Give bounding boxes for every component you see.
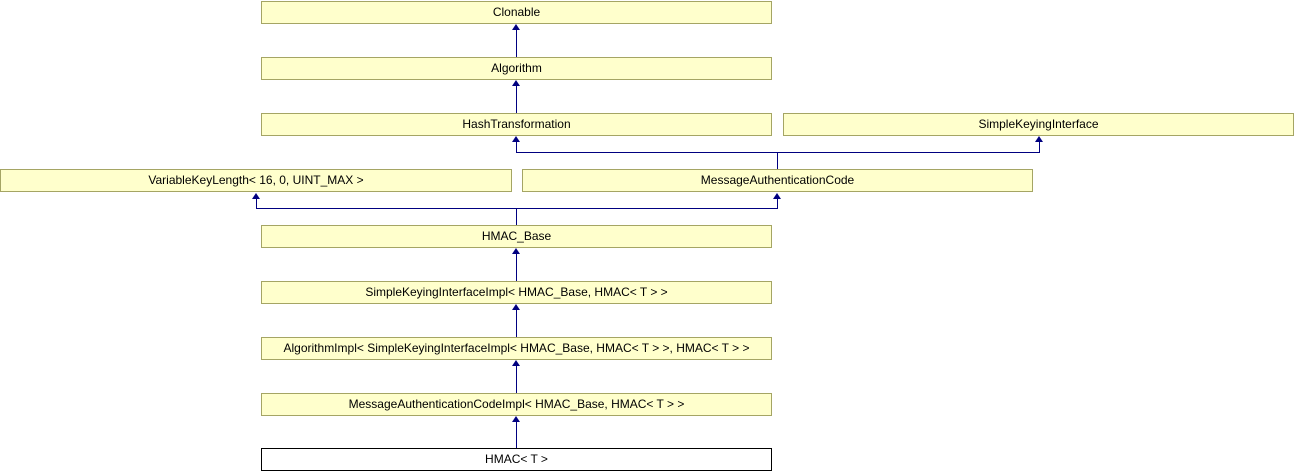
edge-hmac-to-macimpl-arrowhead bbox=[512, 416, 520, 422]
edge-mac-to-hashtransformation-arrowhead bbox=[512, 136, 520, 142]
class-node-messageauthenticationcodeimpl[interactable]: MessageAuthenticationCodeImpl< HMAC_Base… bbox=[261, 393, 772, 416]
edge-hmacbase-junction-line bbox=[256, 208, 778, 209]
class-node-hmac-base[interactable]: HMAC_Base bbox=[261, 225, 772, 248]
edge-mac-to-hashtransformation-line bbox=[516, 141, 517, 153]
edge-macimpl-to-algorithmimpl-arrowhead bbox=[512, 360, 520, 366]
edge-algorithmimpl-to-skii-arrowhead bbox=[512, 304, 520, 310]
class-node-simplekeyinginterfaceimpl[interactable]: SimpleKeyingInterfaceImpl< HMAC_Base, HM… bbox=[261, 281, 772, 304]
class-node-hmac-current: HMAC< T > bbox=[261, 448, 772, 471]
class-node-messageauthenticationcode[interactable]: MessageAuthenticationCode bbox=[522, 169, 1033, 192]
class-node-simplekeyinginterface[interactable]: SimpleKeyingInterface bbox=[783, 113, 1294, 136]
edge-skii-to-hmacbase-arrowhead bbox=[512, 248, 520, 254]
class-node-variablekeylength[interactable]: VariableKeyLength< 16, 0, UINT_MAX > bbox=[0, 169, 512, 192]
edge-hashtransformation-to-algorithm-arrowhead bbox=[512, 80, 520, 86]
edge-hmac-to-macimpl-line bbox=[516, 421, 517, 448]
edge-hashtransformation-to-algorithm-line bbox=[516, 85, 517, 113]
edge-hmacbase-to-mac-line bbox=[777, 198, 778, 209]
edge-algorithm-to-clonable-arrowhead bbox=[512, 24, 520, 30]
class-node-hashtransformation[interactable]: HashTransformation bbox=[261, 113, 772, 136]
edge-hmacbase-to-variablekeylength-arrowhead bbox=[252, 193, 260, 199]
edge-hmacbase-stem-line bbox=[516, 208, 517, 225]
edge-algorithm-to-clonable-line bbox=[516, 29, 517, 57]
edge-hmacbase-to-variablekeylength-line bbox=[256, 198, 257, 209]
edge-mac-to-simplekeyinginterface-line bbox=[1039, 141, 1040, 153]
edge-skii-to-hmacbase-line bbox=[516, 253, 517, 281]
edge-algorithmimpl-to-skii-line bbox=[516, 309, 517, 337]
class-node-algorithmimpl[interactable]: AlgorithmImpl< SimpleKeyingInterfaceImpl… bbox=[261, 337, 772, 360]
class-node-clonable[interactable]: Clonable bbox=[261, 1, 772, 24]
edge-mac-to-simplekeyinginterface-arrowhead bbox=[1035, 136, 1043, 142]
edge-mac-junction-line bbox=[516, 152, 1040, 153]
edge-macimpl-to-algorithmimpl-line bbox=[516, 365, 517, 393]
edge-mac-stem-line bbox=[777, 152, 778, 169]
edge-hmacbase-to-mac-arrowhead bbox=[773, 193, 781, 199]
class-node-algorithm[interactable]: Algorithm bbox=[261, 57, 772, 80]
